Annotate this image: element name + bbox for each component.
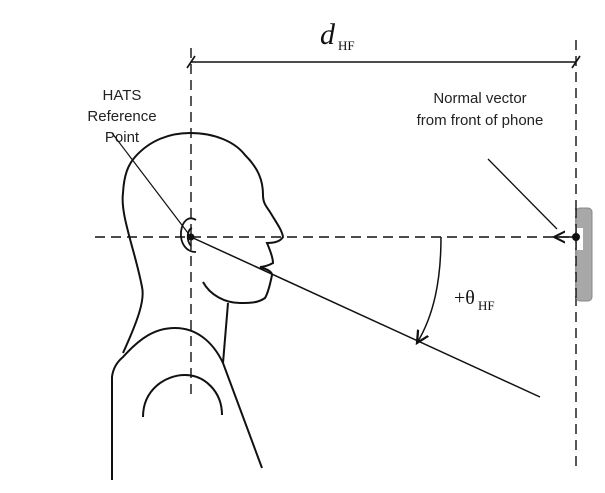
angle-subscript: HF <box>478 298 495 313</box>
hats-label-line2: Reference <box>87 108 156 125</box>
arm-outline <box>142 373 223 418</box>
phone <box>575 207 593 302</box>
distance-subscript: HF <box>338 38 355 53</box>
hats-label-line3: Point <box>105 129 140 146</box>
hats-label-line1: HATS <box>103 87 142 104</box>
neck-front <box>222 302 229 364</box>
phone-earpiece <box>577 228 583 250</box>
angle-ray <box>190 236 541 398</box>
distance-dimension <box>186 55 581 69</box>
shoulder-outline <box>111 326 263 480</box>
normal-vector-label-line2: from front of phone <box>417 112 544 129</box>
hats-leader-line <box>111 132 192 238</box>
head-outline <box>121 131 285 354</box>
distance-label: d <box>320 18 336 51</box>
normal-vector-label-line1: Normal vector <box>433 90 526 107</box>
angle-label: +θ <box>454 287 475 309</box>
normal-vector-leader-line <box>487 158 558 230</box>
ear <box>180 217 197 253</box>
angle-arc-arrow <box>417 236 442 343</box>
